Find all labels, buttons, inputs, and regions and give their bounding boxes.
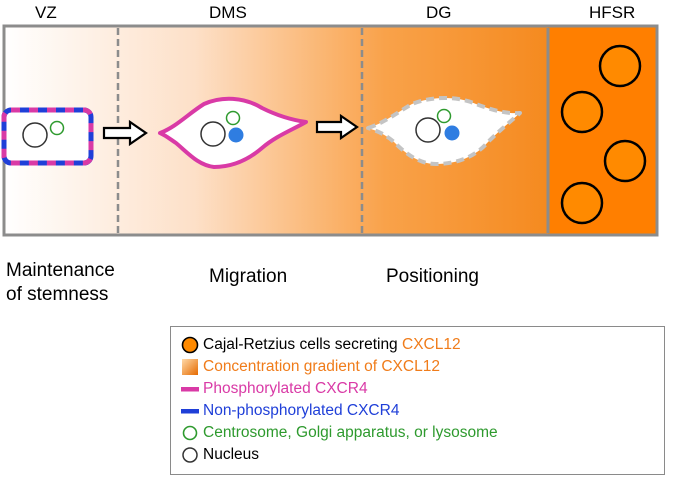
legend-item-cr-cells: Cajal-Retzius cells secreting CXCL12: [181, 334, 461, 356]
cr-cell: [560, 181, 604, 225]
legend-cr-cells-text: Cajal-Retzius cells secreting: [203, 336, 402, 353]
legend-cr-cells-highlight: CXCL12: [402, 336, 461, 353]
legend-item-non-phosphorylated: Non-phosphorylated CXCR4: [181, 400, 399, 422]
stage-label-maintenance-line1: Maintenance: [6, 260, 115, 281]
dms-migrating-cell: [158, 96, 308, 169]
legend-item-nucleus: Nucleus: [181, 444, 259, 466]
legend-item-phosphorylated: Phosphorylated CXCR4: [181, 378, 368, 400]
stage-label-migration: Migration: [209, 266, 288, 287]
dg-nucleus: [415, 117, 441, 143]
cr-cell: [603, 139, 647, 183]
stage-label-positioning: Positioning: [386, 266, 479, 287]
legend-gradient-text: Concentration gradient of CXCL12: [203, 358, 440, 375]
arrow-vz-to-dms: [102, 119, 148, 147]
vz-nucleus: [22, 122, 48, 148]
legend: Cajal-Retzius cells secreting CXCL12 Con…: [170, 326, 665, 475]
orange-circle-icon: [181, 336, 199, 354]
legend-nucleus-text: Nucleus: [203, 446, 259, 463]
legend-item-organelle: Centrosome, Golgi apparatus, or lysosome: [181, 422, 498, 444]
cr-cell: [598, 44, 642, 88]
vz-stem-cell: [1, 107, 94, 166]
gray-circle-icon: [182, 447, 198, 463]
blue-dashed-bar-icon: [181, 409, 199, 414]
gradient-square-icon: [182, 359, 198, 375]
legend-organelle-text: Centrosome, Golgi apparatus, or lysosome: [203, 424, 498, 441]
stage-label-maintenance: Maintenance of stemness: [6, 259, 115, 307]
arrow-dms-to-dg: [315, 113, 359, 141]
legend-non-phosphorylated-text: Non-phosphorylated CXCR4: [203, 402, 400, 419]
dg-lysosome: [444, 125, 460, 141]
legend-phosphorylated-text: Phosphorylated CXCR4: [203, 380, 368, 397]
dms-lysosome: [228, 127, 244, 143]
dg-positioned-cell: [366, 96, 522, 166]
green-circle-icon: [182, 425, 198, 441]
stage-label-maintenance-line2: of stemness: [6, 284, 109, 305]
zone-label-vz: VZ: [35, 3, 57, 22]
zone-label-hfsr: HFSR: [589, 3, 636, 22]
cajal-retzius-cells: [560, 44, 647, 225]
legend-item-gradient: Concentration gradient of CXCL12: [181, 356, 440, 378]
dg-organelle: [436, 108, 452, 124]
vz-organelle: [49, 120, 65, 136]
zone-label-dms: DMS: [209, 3, 247, 22]
magenta-bar-icon: [181, 387, 199, 392]
dms-nucleus: [200, 121, 226, 147]
zone-label-dg: DG: [426, 3, 452, 22]
cr-cell: [560, 90, 604, 134]
dms-organelle: [225, 110, 241, 126]
